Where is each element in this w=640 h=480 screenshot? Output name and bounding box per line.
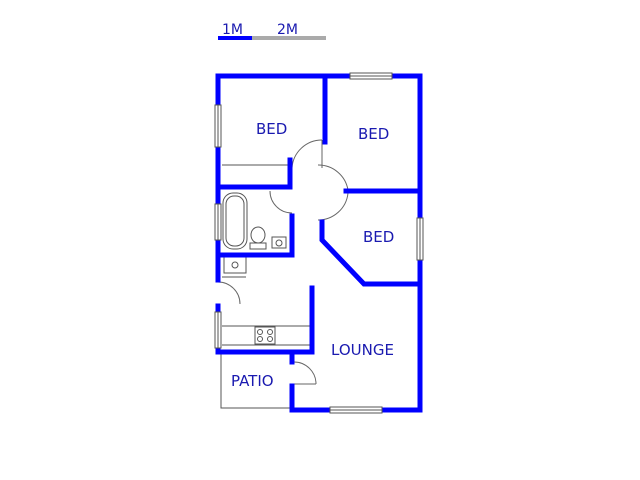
stove-burner (267, 336, 273, 342)
kitchen-sink (223, 256, 247, 274)
room-label-bed-1: BED (256, 120, 287, 138)
room-label-bed-2: BED (358, 125, 389, 143)
door-swing-patio (293, 361, 317, 385)
door-swing-bath (269, 190, 293, 214)
stove-burner (257, 336, 263, 342)
bathtub-inner (225, 195, 245, 247)
windows (214, 72, 424, 414)
toilet-cistern (249, 242, 267, 250)
stove-burner (267, 329, 273, 335)
stove (254, 326, 276, 345)
basin (271, 236, 287, 249)
door-swing-kitchen (217, 281, 241, 305)
basin-bowl (275, 239, 283, 247)
scale-label-2m: 2M (277, 22, 298, 38)
door-swing-bed3 (317, 192, 349, 221)
room-label-bed-3: BED (363, 228, 394, 246)
stove-burner (257, 329, 263, 335)
toilet (250, 226, 266, 244)
scale-bar: 1M 2M (218, 22, 326, 40)
sink-drain (231, 261, 239, 269)
fixtures (220, 164, 310, 409)
bathtub (222, 192, 248, 250)
wall-bed3-angled (319, 219, 423, 287)
door-swing-bed1 (291, 139, 323, 169)
room-label-lounge: LOUNGE (331, 341, 394, 359)
doors (217, 139, 349, 385)
patio-boundary (220, 352, 294, 409)
door-swing-bed2 (317, 164, 349, 191)
scale-label-1m: 1M (222, 22, 243, 38)
room-label-patio: PATIO (231, 372, 274, 390)
